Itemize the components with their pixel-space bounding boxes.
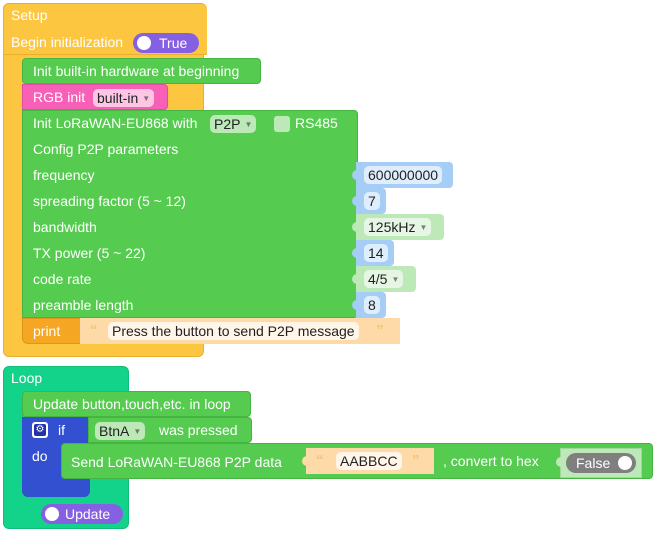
chevron-down-icon: ▼: [142, 94, 151, 104]
param-label-bandwidth: bandwidth: [33, 219, 97, 235]
param-label-spreading-factor: spreading factor (5 ~ 12): [33, 193, 186, 209]
param-label-code-rate: code rate: [33, 271, 92, 287]
lora-mode-dropdown[interactable]: P2P▼: [210, 115, 257, 133]
gear-icon[interactable]: ⚙: [32, 422, 48, 438]
lora-init-block[interactable]: Init LoRaWAN-EU868 with P2P▼ RS485 Confi…: [22, 110, 358, 318]
init-hardware-block[interactable]: Init built-in hardware at beginning: [22, 58, 261, 84]
preamble-length-value-block[interactable]: 8: [352, 292, 386, 318]
open-quote-icon: “: [90, 322, 98, 339]
spreading-factor-input[interactable]: 7: [364, 192, 380, 210]
print-block[interactable]: print: [22, 318, 82, 344]
button-pressed-block[interactable]: BtnA▼ was pressed: [88, 417, 252, 443]
do-label: do: [32, 448, 48, 464]
chevron-down-icon: ▼: [133, 427, 142, 437]
convert-hex-value-block[interactable]: False: [556, 448, 642, 478]
begin-init-toggle[interactable]: True: [133, 33, 199, 53]
rs485-checkbox[interactable]: [274, 116, 290, 132]
chevron-down-icon: ▼: [419, 223, 428, 233]
print-text-block[interactable]: “ Press the button to send P2P message ”: [80, 318, 400, 344]
send-text-input[interactable]: AABBCC: [336, 452, 402, 470]
param-label-preamble-length: preamble length: [33, 297, 134, 313]
begin-init-label: Begin initialization: [11, 34, 124, 50]
param-label-tx-power: TX power (5 ~ 22): [33, 245, 146, 261]
convert-hex-toggle[interactable]: False: [566, 453, 636, 473]
tx-power-value-block[interactable]: 14: [352, 240, 394, 266]
convert-hex-label: , convert to hex: [443, 453, 539, 469]
bandwidth-value-block[interactable]: 125kHz▼: [352, 214, 444, 240]
tx-power-input[interactable]: 14: [364, 244, 388, 262]
spreading-factor-value-block[interactable]: 7: [352, 188, 386, 214]
close-quote-icon: ”: [412, 452, 420, 469]
update-loop-block[interactable]: Update button,touch,etc. in loop: [22, 391, 251, 417]
preamble-length-input[interactable]: 8: [364, 296, 380, 314]
print-text-input[interactable]: Press the button to send P2P message: [108, 322, 359, 340]
chevron-down-icon: ▼: [391, 275, 400, 285]
rgb-option-dropdown[interactable]: built-in▼: [93, 89, 155, 107]
config-p2p-label: Config P2P parameters: [33, 141, 179, 157]
button-dropdown[interactable]: BtnA▼: [95, 422, 146, 440]
if-label: if: [58, 422, 65, 438]
param-label-frequency: frequency: [33, 167, 95, 183]
chevron-down-icon: ▼: [244, 120, 253, 130]
code-rate-value-block[interactable]: 4/5▼: [352, 266, 416, 292]
frequency-input[interactable]: 600000000: [364, 166, 443, 184]
update-toggle[interactable]: Update: [41, 504, 123, 524]
open-quote-icon: “: [316, 452, 324, 469]
loop-title: Loop: [11, 370, 43, 386]
bandwidth-dropdown[interactable]: 125kHz▼: [364, 218, 432, 236]
frequency-value-block[interactable]: 600000000: [352, 162, 453, 188]
close-quote-icon: ”: [376, 322, 384, 339]
send-text-block[interactable]: “ AABBCC ”: [302, 448, 434, 474]
setup-title: Setup: [11, 7, 48, 23]
code-rate-dropdown[interactable]: 4/5▼: [364, 270, 404, 288]
rgb-init-block[interactable]: RGB init built-in▼: [22, 84, 168, 110]
